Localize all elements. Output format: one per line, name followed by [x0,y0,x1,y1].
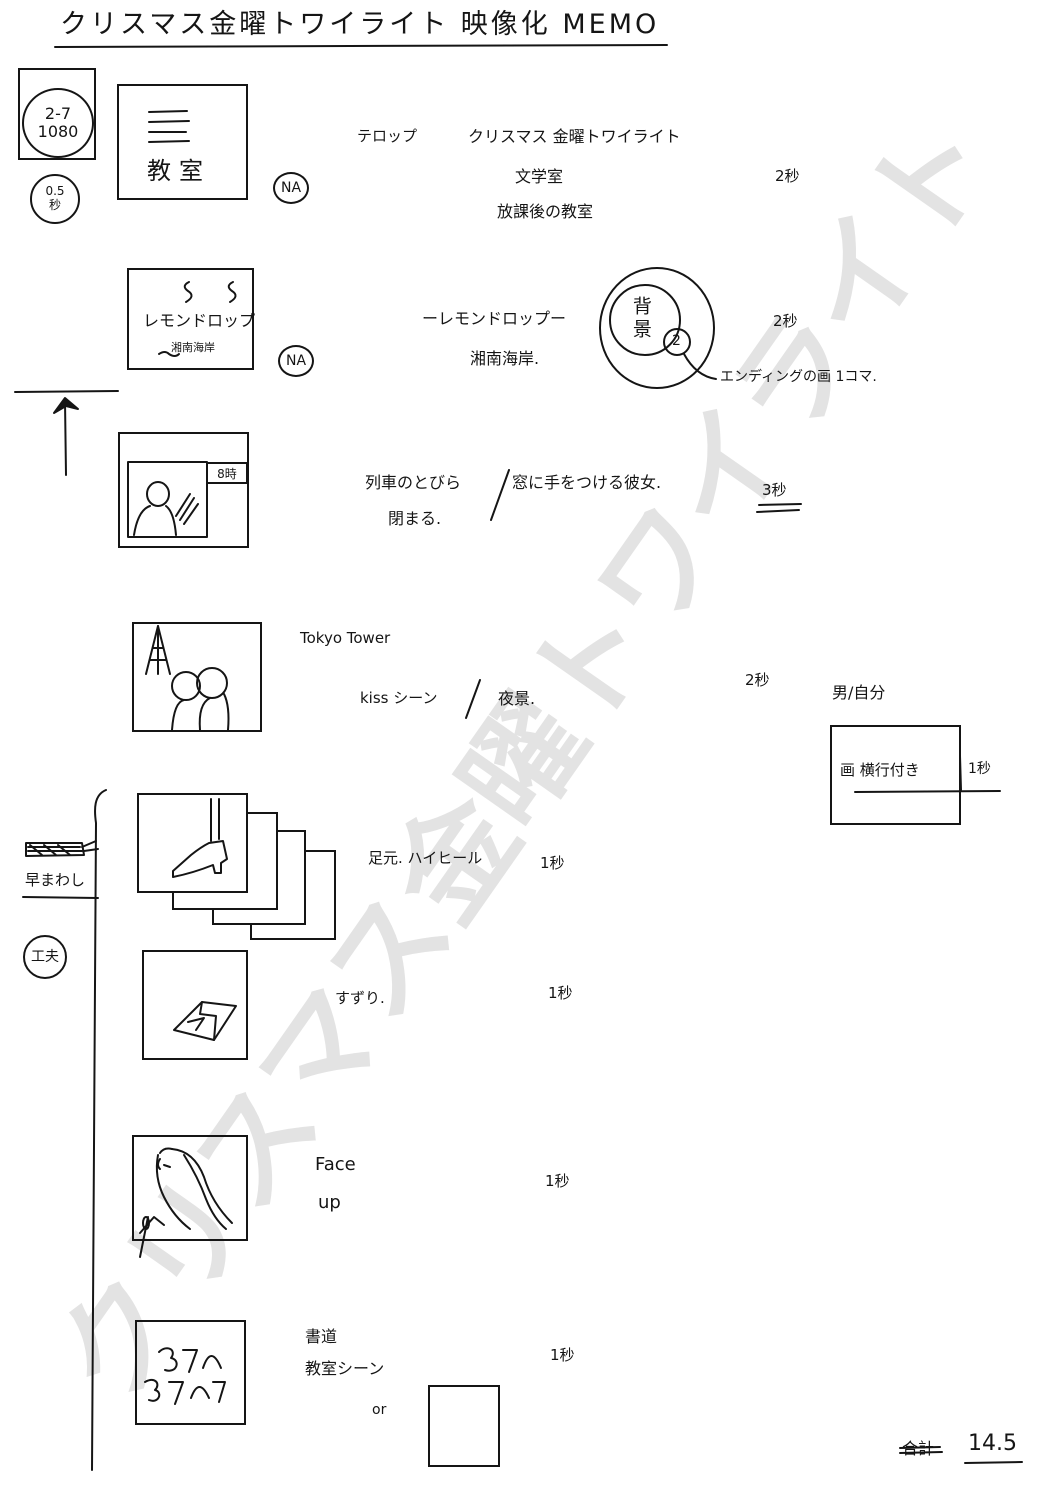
scene-1-na-text: NA [280,179,302,196]
scene-8-frame [135,1320,246,1425]
scene-4-location: Tokyo Tower [300,629,391,647]
scene-2-frame: レモンドロップ 湘南海岸 [127,268,256,370]
scene-3-frame: 8時 [118,432,249,548]
scene-2-sketch [158,281,237,357]
interval-circle: 0.5 秒 [30,174,80,224]
scene-5-sketch [172,798,228,878]
scene-7-note-1: Face [315,1154,356,1175]
idea-circle: 工夫 [23,935,67,979]
scene-4-alt-duration: 1秒 [968,761,991,777]
scene-1-frame-label: 教室 [147,157,211,185]
scene-4-slash [465,679,481,719]
scene-8-duration: 1秒 [550,1346,575,1364]
scene-2-note-1: ーレモンドロップー [422,309,567,328]
arrow-up-icon [14,390,119,476]
total-value: 14.5 [968,1431,1017,1456]
spec-line-2: 1080 [37,122,79,141]
scene-5-frame [137,793,248,893]
scene-3-note-1: 列車のとびら [365,473,462,492]
background-number: 2 [672,333,681,349]
scene-4-duration: 2秒 [745,671,770,689]
spec-line-1: 2-7 [44,103,72,123]
scene-6-sketch [173,1001,237,1041]
scene-3-sketch [127,461,208,538]
scene-3-frame-tag: 8時 [206,462,248,484]
scene-1-sketch [148,110,190,143]
scene-6-duration: 1秒 [548,984,573,1002]
spec-box [18,68,96,160]
scene-6-frame [142,950,248,1060]
scene-3-slash [490,469,510,521]
scene-4-frame [132,622,262,732]
scene-3-duration-underline [756,503,802,513]
scene-7-frame [132,1135,248,1241]
scene-3-duration: 3秒 [762,481,787,499]
title-underline [54,44,668,48]
scene-7-duration: 1秒 [545,1172,570,1190]
scene-2-note-2: 湘南海岸. [470,349,540,368]
scene-7-note-2: up [318,1192,341,1213]
scene-7-sketch [139,1147,233,1234]
scene-2-na-badge: NA [278,345,314,377]
fast-forward-underline [22,896,99,899]
scene-8-alt-label: or [372,1402,387,1418]
scene-4-note-2: 夜景. [498,689,536,708]
scene-4-alt-heading: 男/自分 [832,683,886,702]
scene-1-telop: テロップ [357,127,418,145]
scene-4-alt-caption: 画 横行付き [840,761,920,779]
scene-5-note-1: 足元. ハイヒール [368,849,483,867]
scene-2-na-text: NA [285,352,307,369]
fast-forward-note: 早まわし [25,871,86,889]
idea-text: 工夫 [31,948,59,965]
scene-1-note-3: 放課後の教室 [497,202,594,221]
scene-4-sketch [145,625,230,731]
total-underline [964,1461,1023,1464]
interval-value: 0.5 [45,184,65,199]
scene-1-na-badge: NA [273,172,309,204]
scene-2-duration: 2秒 [773,312,798,330]
scene-4-note-1: kiss シーン [360,689,438,707]
scene-5-duration: 1秒 [540,854,565,872]
brush-icon [139,1216,150,1258]
scene-1-note-1: クリスマス 金曜トワイライト [468,127,681,146]
scene-8-note-2: 教室シーン [305,1359,385,1378]
scene-2-frame-label: レモンドロップ [143,311,256,330]
scene-3-note-3: 窓に手をつける彼女. [512,473,662,492]
scene-4-alt-lines [854,755,1001,793]
scene-8-alt-empty-frame [428,1385,500,1467]
scene-8-sketch [144,1347,226,1405]
background-note: エンディングの画 1コマ. [720,369,877,385]
total-strike-lines [899,1446,943,1454]
spec-circle: 2-7 1080 [22,88,94,158]
scene-3-note-2: 閉まる. [388,509,442,528]
scene-6-note-1: すずり. [335,989,385,1007]
scene-2-frame-sublabel: 湘南海岸 [171,341,215,354]
scene-1-frame: 教室 [117,84,248,200]
page-title: クリスマス金曜トワイライト 映像化 MEMO [60,9,660,40]
interval-unit: 秒 [48,198,61,212]
scene-1-note-2: 文学室 [515,167,564,186]
sequence-bracket [91,789,107,1471]
scene-1-duration: 2秒 [775,167,800,185]
background-label: 背景 [629,296,652,342]
background-annotation-circles [599,267,717,389]
scene-8-note-1: 書道 [305,1327,338,1346]
